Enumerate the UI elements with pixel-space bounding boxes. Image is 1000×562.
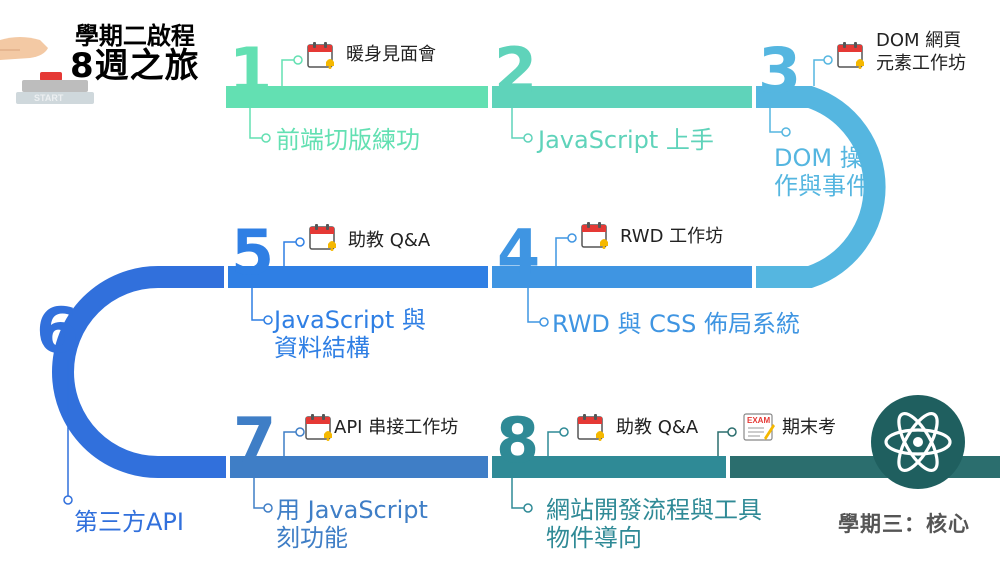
week-3-event-line-1: DOM 網頁	[876, 30, 962, 51]
road-week-6	[52, 266, 226, 478]
week-8-event: 助教 Q&A	[616, 417, 699, 438]
title-line-2: 8週之旅	[70, 46, 200, 87]
svg-text:EXAM: EXAM	[747, 416, 770, 425]
week-3-event-line-2: 元素工作坊	[876, 52, 966, 74]
week-7-topic-line-2: 刻功能	[276, 524, 348, 553]
finger-shape	[0, 37, 48, 60]
road-week-3	[756, 86, 886, 288]
week-1-topic: 前端切版練功	[276, 126, 420, 154]
week-3-topic-line-2: 作與事件	[774, 172, 870, 201]
week-4-event: RWD 工作坊	[620, 226, 724, 247]
week-1-topic-line-1: 前端切版練功	[276, 126, 420, 154]
calendar-icon	[836, 40, 866, 74]
week-1-event: 暖身見面會	[346, 44, 436, 65]
week-3-event: DOM 網頁 元素工作坊	[876, 30, 966, 75]
calendar-icon	[576, 412, 606, 446]
start-button-top	[40, 72, 62, 81]
week-7-topic: 用 JavaScript 刻功能	[276, 496, 428, 553]
start-button-base	[22, 80, 88, 92]
week-6-topic-line-1: 第三方API	[74, 508, 184, 536]
week-number-5: 5	[231, 216, 275, 289]
week-number-1: 1	[229, 34, 273, 107]
week-3-topic: DOM 操 作與事件	[774, 144, 870, 201]
week-5-topic: JavaScript 與 資料結構	[274, 306, 426, 363]
week-2-topic-line-1: JavaScript 上手	[538, 126, 714, 154]
week-7-topic-line-1: 用 JavaScript	[276, 496, 428, 524]
week-5-topic-line-1: JavaScript 與	[274, 306, 426, 334]
week-number-8: 8	[496, 404, 540, 477]
start-button-illustration: START	[0, 37, 94, 104]
react-atom-icon	[871, 395, 965, 489]
week-3-topic-line-1: DOM 操	[774, 144, 864, 172]
week-2-topic: JavaScript 上手	[538, 126, 714, 154]
week-4-topic: RWD 與 CSS 佈局系統	[552, 310, 800, 338]
week-8-topic-line-1: 網站開發流程與工具	[546, 496, 762, 524]
page-title: 學期二啟程 8週之旅	[70, 22, 200, 87]
connectors	[63, 55, 833, 513]
title-line-1: 學期二啟程	[74, 22, 195, 50]
week-5-topic-line-2: 資料結構	[274, 334, 370, 363]
next-semester-label: 學期三：核心	[838, 512, 970, 536]
week-7-event: API 串接工作坊	[334, 417, 459, 438]
calendar-icon	[306, 40, 336, 74]
week-number-6: 6	[36, 294, 80, 367]
calendar-icon	[304, 412, 334, 446]
calendar-icon	[580, 220, 610, 254]
week-6-topic: 第三方API	[74, 508, 184, 536]
week-number-3: 3	[758, 34, 802, 107]
exam-icon: EXAM	[742, 412, 776, 446]
start-label: START	[34, 93, 64, 103]
week-number-2: 2	[494, 34, 538, 107]
week-4-topic-line-1: RWD 與 CSS 佈局系統	[552, 310, 801, 338]
road	[52, 86, 1000, 478]
start-button-plate	[16, 92, 94, 104]
week-number-7: 7	[233, 404, 277, 477]
week-8-topic: 網站開發流程與工具 物件導向	[546, 496, 762, 553]
final-exam-label: 期末考	[782, 417, 836, 438]
calendar-icon	[308, 222, 338, 256]
week-5-event: 助教 Q&A	[348, 230, 431, 251]
week-8-topic-line-2: 物件導向	[546, 524, 642, 553]
week-number-4: 4	[497, 216, 541, 289]
